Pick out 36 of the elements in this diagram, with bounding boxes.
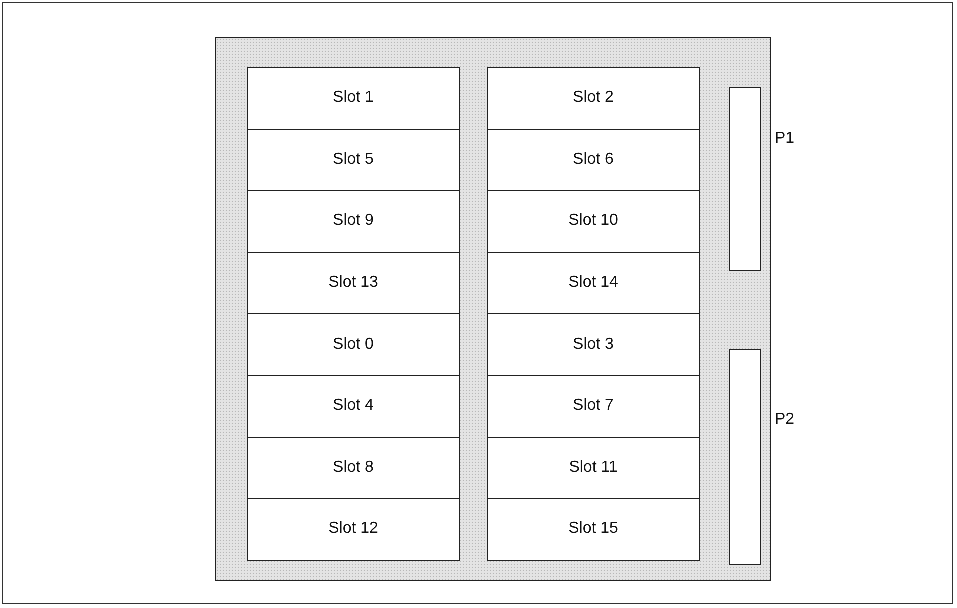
slot-box [247,252,460,314]
slot-label: Slot 6 [573,150,614,169]
slot-label: Slot 14 [568,274,618,292]
connector-bar [729,349,761,565]
slot-label: Slot 3 [573,336,614,354]
slot-box [247,190,460,253]
slot-label: Slot 4 [333,397,374,416]
slot-box [487,128,700,192]
slot-box [487,375,700,438]
slot-label: Slot 10 [568,212,618,230]
slot-label: Slot 11 [569,458,618,477]
slot-box [247,313,460,376]
connector-label: P2 [775,411,795,429]
slot-label: Slot 5 [333,150,374,169]
slot-box [487,190,700,253]
connector-label: P1 [775,130,795,148]
slot-label: Slot 15 [568,520,618,538]
slot-label: Slot 0 [333,336,374,354]
slot-box [247,498,460,561]
slot-box [247,128,460,192]
slot-label: Slot 2 [573,89,614,108]
slot-label: Slot 12 [328,520,378,538]
slot-label: Slot 13 [328,274,378,292]
slot-box [487,67,700,130]
slot-box [487,313,700,376]
slot-box [487,252,700,314]
slot-box [247,436,460,500]
connector-bar [729,87,761,271]
slot-label: Slot 7 [573,397,614,416]
slot-box [487,498,700,561]
slot-box [487,436,700,500]
slot-label: Slot 8 [333,458,374,477]
slot-box [247,375,460,438]
slot-label: Slot 1 [333,89,374,108]
slot-label: Slot 9 [333,212,374,230]
slot-box [247,67,460,130]
